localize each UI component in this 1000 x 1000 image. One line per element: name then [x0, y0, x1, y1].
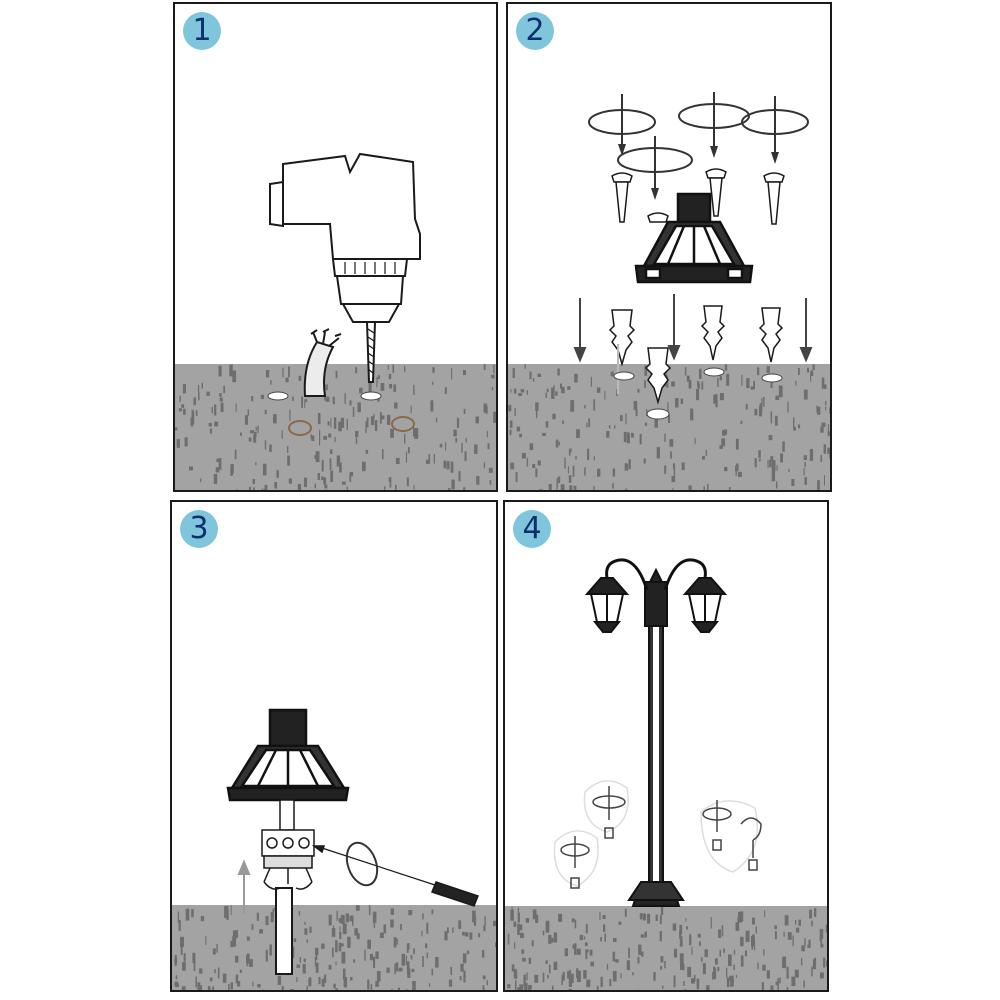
step-2-illustration [508, 92, 830, 490]
terminal-block-icon [261, 829, 315, 890]
rotation-arrow-icon [345, 841, 379, 887]
cable [275, 887, 293, 975]
arrow-heads [618, 144, 779, 200]
drill-holes [267, 391, 415, 436]
ground [508, 364, 830, 490]
step-number-badge: 4 [513, 510, 551, 548]
ground [505, 906, 827, 990]
ground [172, 905, 496, 990]
lamp-base-icon [634, 192, 754, 284]
rotation-arrow-icons [588, 92, 809, 194]
step-number-badge: 3 [180, 510, 218, 548]
fixing-detail-icons [553, 780, 762, 889]
step-number-badge: 2 [516, 12, 554, 50]
lantern-icons [584, 577, 728, 633]
step-4-panel: 4 [503, 500, 829, 992]
cable [303, 328, 342, 397]
step-4-illustration [505, 558, 827, 990]
wire-bundle [279, 799, 295, 831]
drill-icon [269, 152, 421, 383]
insertion-arrow-icons [573, 294, 813, 394]
screw-icons [611, 168, 785, 225]
screwdriver-icon [311, 845, 479, 907]
lamp-base-icon [226, 708, 350, 802]
drill-holes [613, 367, 783, 420]
step-3-panel: 3 [170, 500, 498, 992]
step-1-panel: 1 [173, 2, 498, 492]
step-2-panel: 2 [506, 2, 832, 492]
step-number-badge: 1 [183, 12, 221, 50]
step-3-illustration [172, 708, 496, 990]
lift-arrow-icon [237, 859, 251, 914]
lamp-post-icon [605, 558, 707, 907]
wall-plug-icons [608, 305, 784, 405]
step-1-illustration [175, 152, 496, 490]
ground [175, 364, 496, 490]
